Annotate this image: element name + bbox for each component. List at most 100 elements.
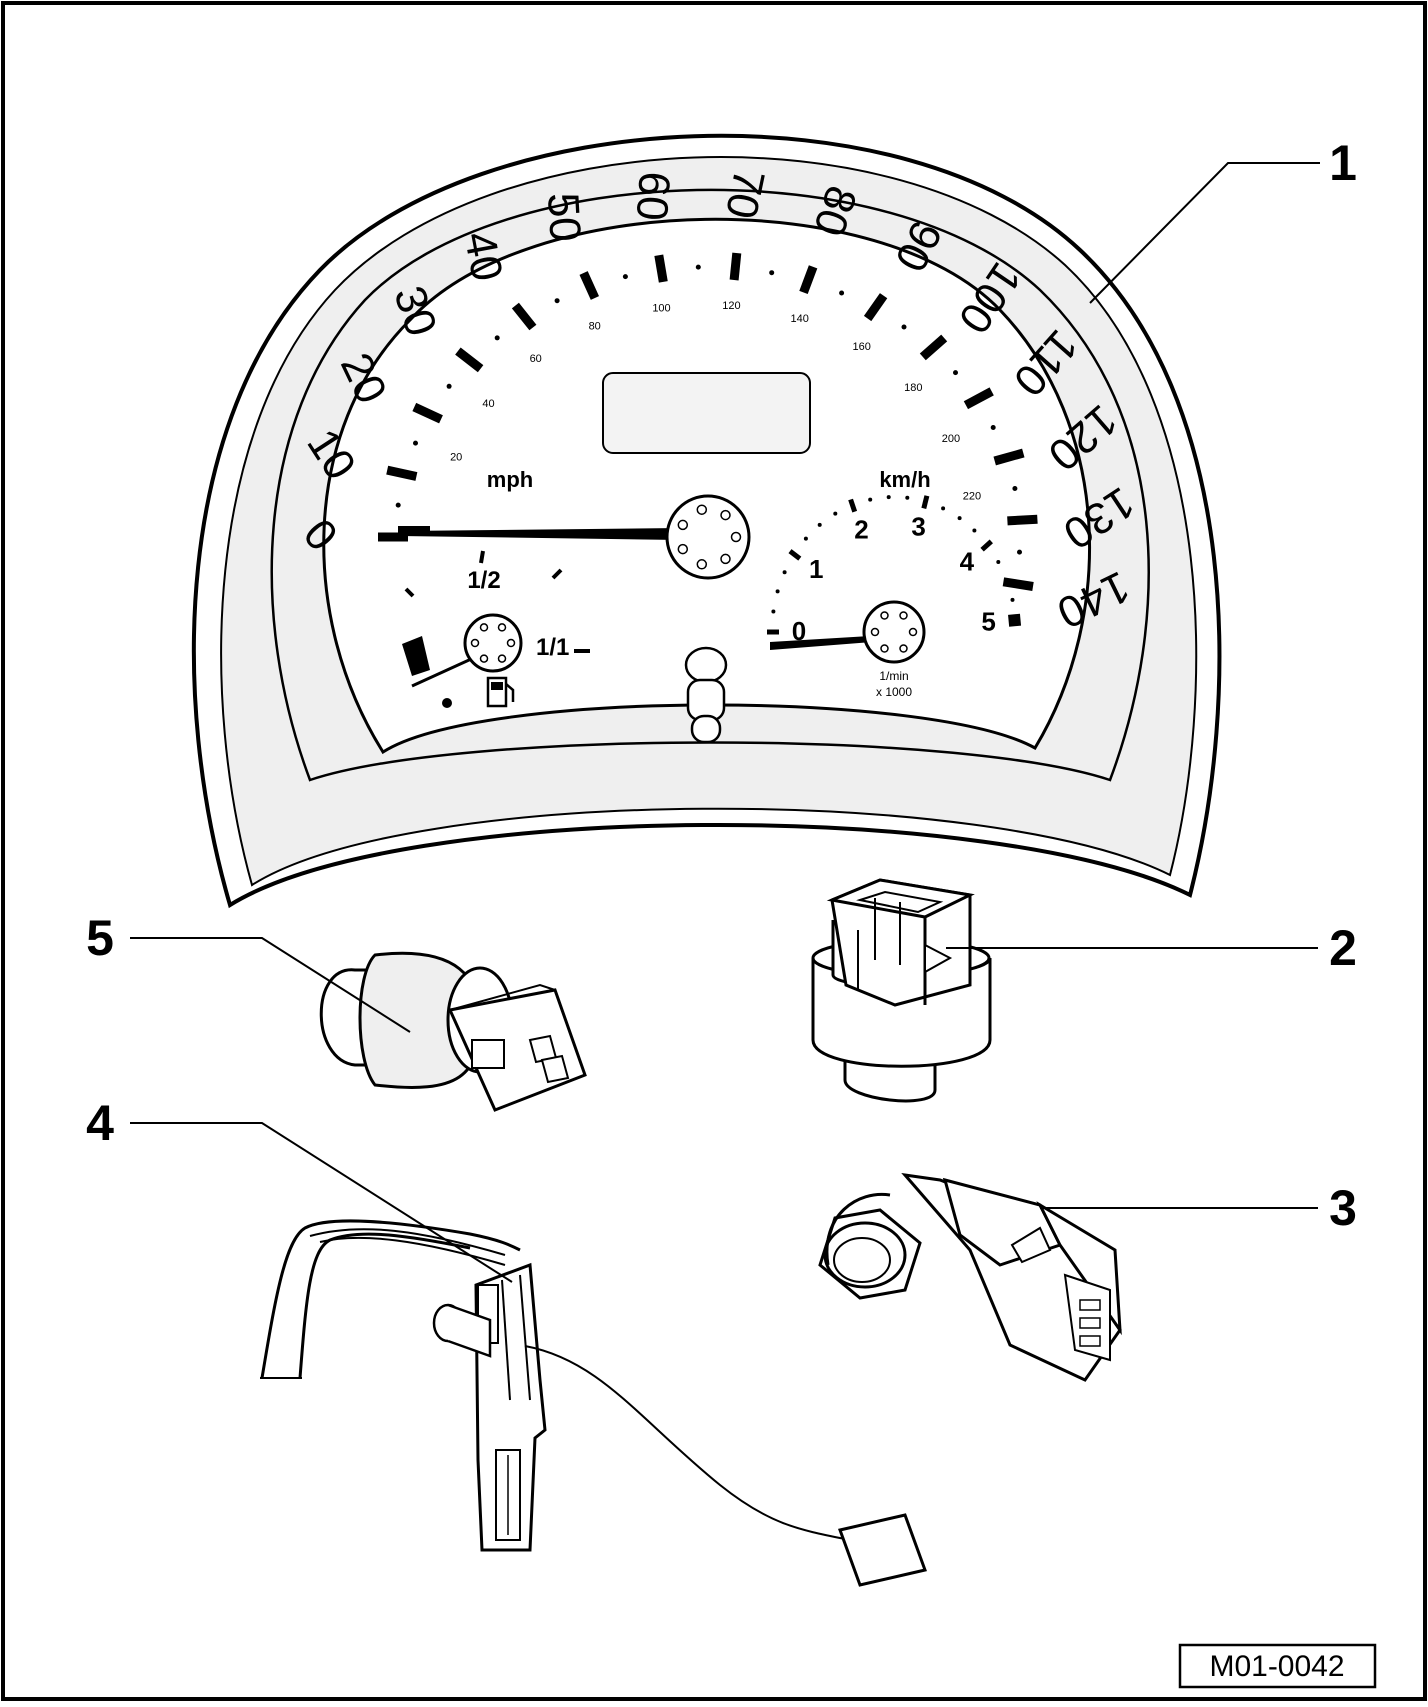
tach-major-tick [1008,613,1022,627]
mph-minor-tick [1017,549,1022,555]
kmh-tick-label: 140 [791,313,809,325]
hub-bolt [470,638,480,648]
hub-bolt [696,559,708,570]
tach-tick-label: 2 [854,515,868,545]
trip-reset-knob [684,646,728,744]
tach-minor-tick [868,497,873,502]
fuel-hub [463,613,523,673]
mph-tick-label: 50 [538,191,590,243]
tach-minor-tick [886,495,891,500]
hub-bolt [677,543,689,555]
kmh-tick-label: 20 [450,452,462,464]
hub-bolt [696,504,708,515]
tach-hub [862,600,926,664]
kmh-tick-label: 200 [942,433,960,445]
hub-bolt [720,509,731,521]
tach-minor-tick [775,589,780,594]
mph-minor-tick [1012,486,1018,491]
tach-minor-tick [957,516,962,521]
tach-major-tick [848,498,858,513]
fuel-needle [411,653,481,688]
part-3-sender [818,1172,1122,1382]
mph-unit-label: mph [487,467,533,492]
mph-major-tick [412,402,443,424]
mph-major-tick [963,387,994,410]
speedometer-needle [398,526,680,540]
tach-minor-tick [1004,578,1009,583]
mph-minor-tick [622,274,628,280]
hub-bolt [506,638,516,648]
mph-major-tick [386,465,418,481]
kmh-tick-label: 60 [530,353,542,365]
part-2-sender [811,878,992,1103]
mph-minor-tick [901,324,907,330]
hub-bolt [908,627,918,637]
hub-bolt [497,623,507,632]
mph-minor-tick [554,298,560,304]
mph-tick-label: 60 [627,170,680,222]
hub-bolt [870,627,880,637]
mph-tick-label: 70 [716,165,774,223]
hub-bolt [880,644,889,653]
tach-tick-label: 5 [981,607,995,637]
tach-minor-tick [817,522,822,527]
kmh-tick-label: 120 [722,300,740,312]
part-5-sender [319,951,587,1112]
fuel-full-label: 1/1 [536,634,569,661]
leader-lines [130,162,1320,1283]
tach-minor-tick [972,528,977,533]
callout-5: 5 [86,910,114,966]
fuel-reserve-mark [402,636,430,676]
tach-major-tick [921,495,930,509]
mph-minor-tick [695,264,701,270]
callout-3: 3 [1329,1180,1357,1236]
kmh-tick-label: 160 [853,341,871,353]
tach-minor-tick [771,609,776,614]
kmh-tick-label: 220 [963,491,981,503]
mph-major-tick [919,334,948,361]
mph-tick-label: 40 [455,228,512,285]
part-4-sensor-probe [260,1219,927,1587]
fuel-half-tick [479,550,485,564]
kmh-tick-label: 80 [589,321,601,333]
tach-tick-label: 0 [792,616,806,646]
tach-unit-line2: x 1000 [876,685,912,699]
hub-bolt [880,611,889,620]
mph-minor-tick [395,502,401,508]
tach-major-tick [980,539,993,552]
hub-bolt [479,654,489,663]
callout-1: 1 [1329,135,1357,191]
kmh-tick-label: 180 [904,382,922,394]
kmh-tick-label: 100 [652,302,670,314]
kmh-unit-label: km/h [879,467,930,492]
figure-id-box: M01-0042 [1178,1643,1377,1689]
tach-tick-label: 4 [960,547,975,577]
tach-needle [770,636,872,650]
hub-bolt [730,531,742,543]
mph-major-tick [1002,577,1034,591]
hub-bolt [479,623,489,632]
callout-2: 2 [1329,920,1357,976]
mph-minor-tick [446,383,452,389]
mph-minor-tick [413,440,418,446]
mph-minor-tick [494,335,500,341]
mph-major-tick [993,448,1025,466]
mph-major-tick [1007,514,1038,526]
mph-minor-tick [990,425,996,430]
figure-id: M01-0042 [1209,1650,1344,1683]
hub-bolt [497,654,507,663]
mph-major-tick [863,293,888,322]
odometer-display-window [602,372,811,454]
mph-major-tick [799,265,818,294]
hub-bolt [899,611,908,620]
tach-minor-tick [941,506,946,511]
tach-minor-tick [1010,597,1015,602]
tach-minor-tick [803,536,808,541]
hub-bolt [899,644,908,653]
fuel-pump-icon [486,676,515,708]
speedometer-hub [665,494,751,580]
callout-4: 4 [86,1095,114,1151]
